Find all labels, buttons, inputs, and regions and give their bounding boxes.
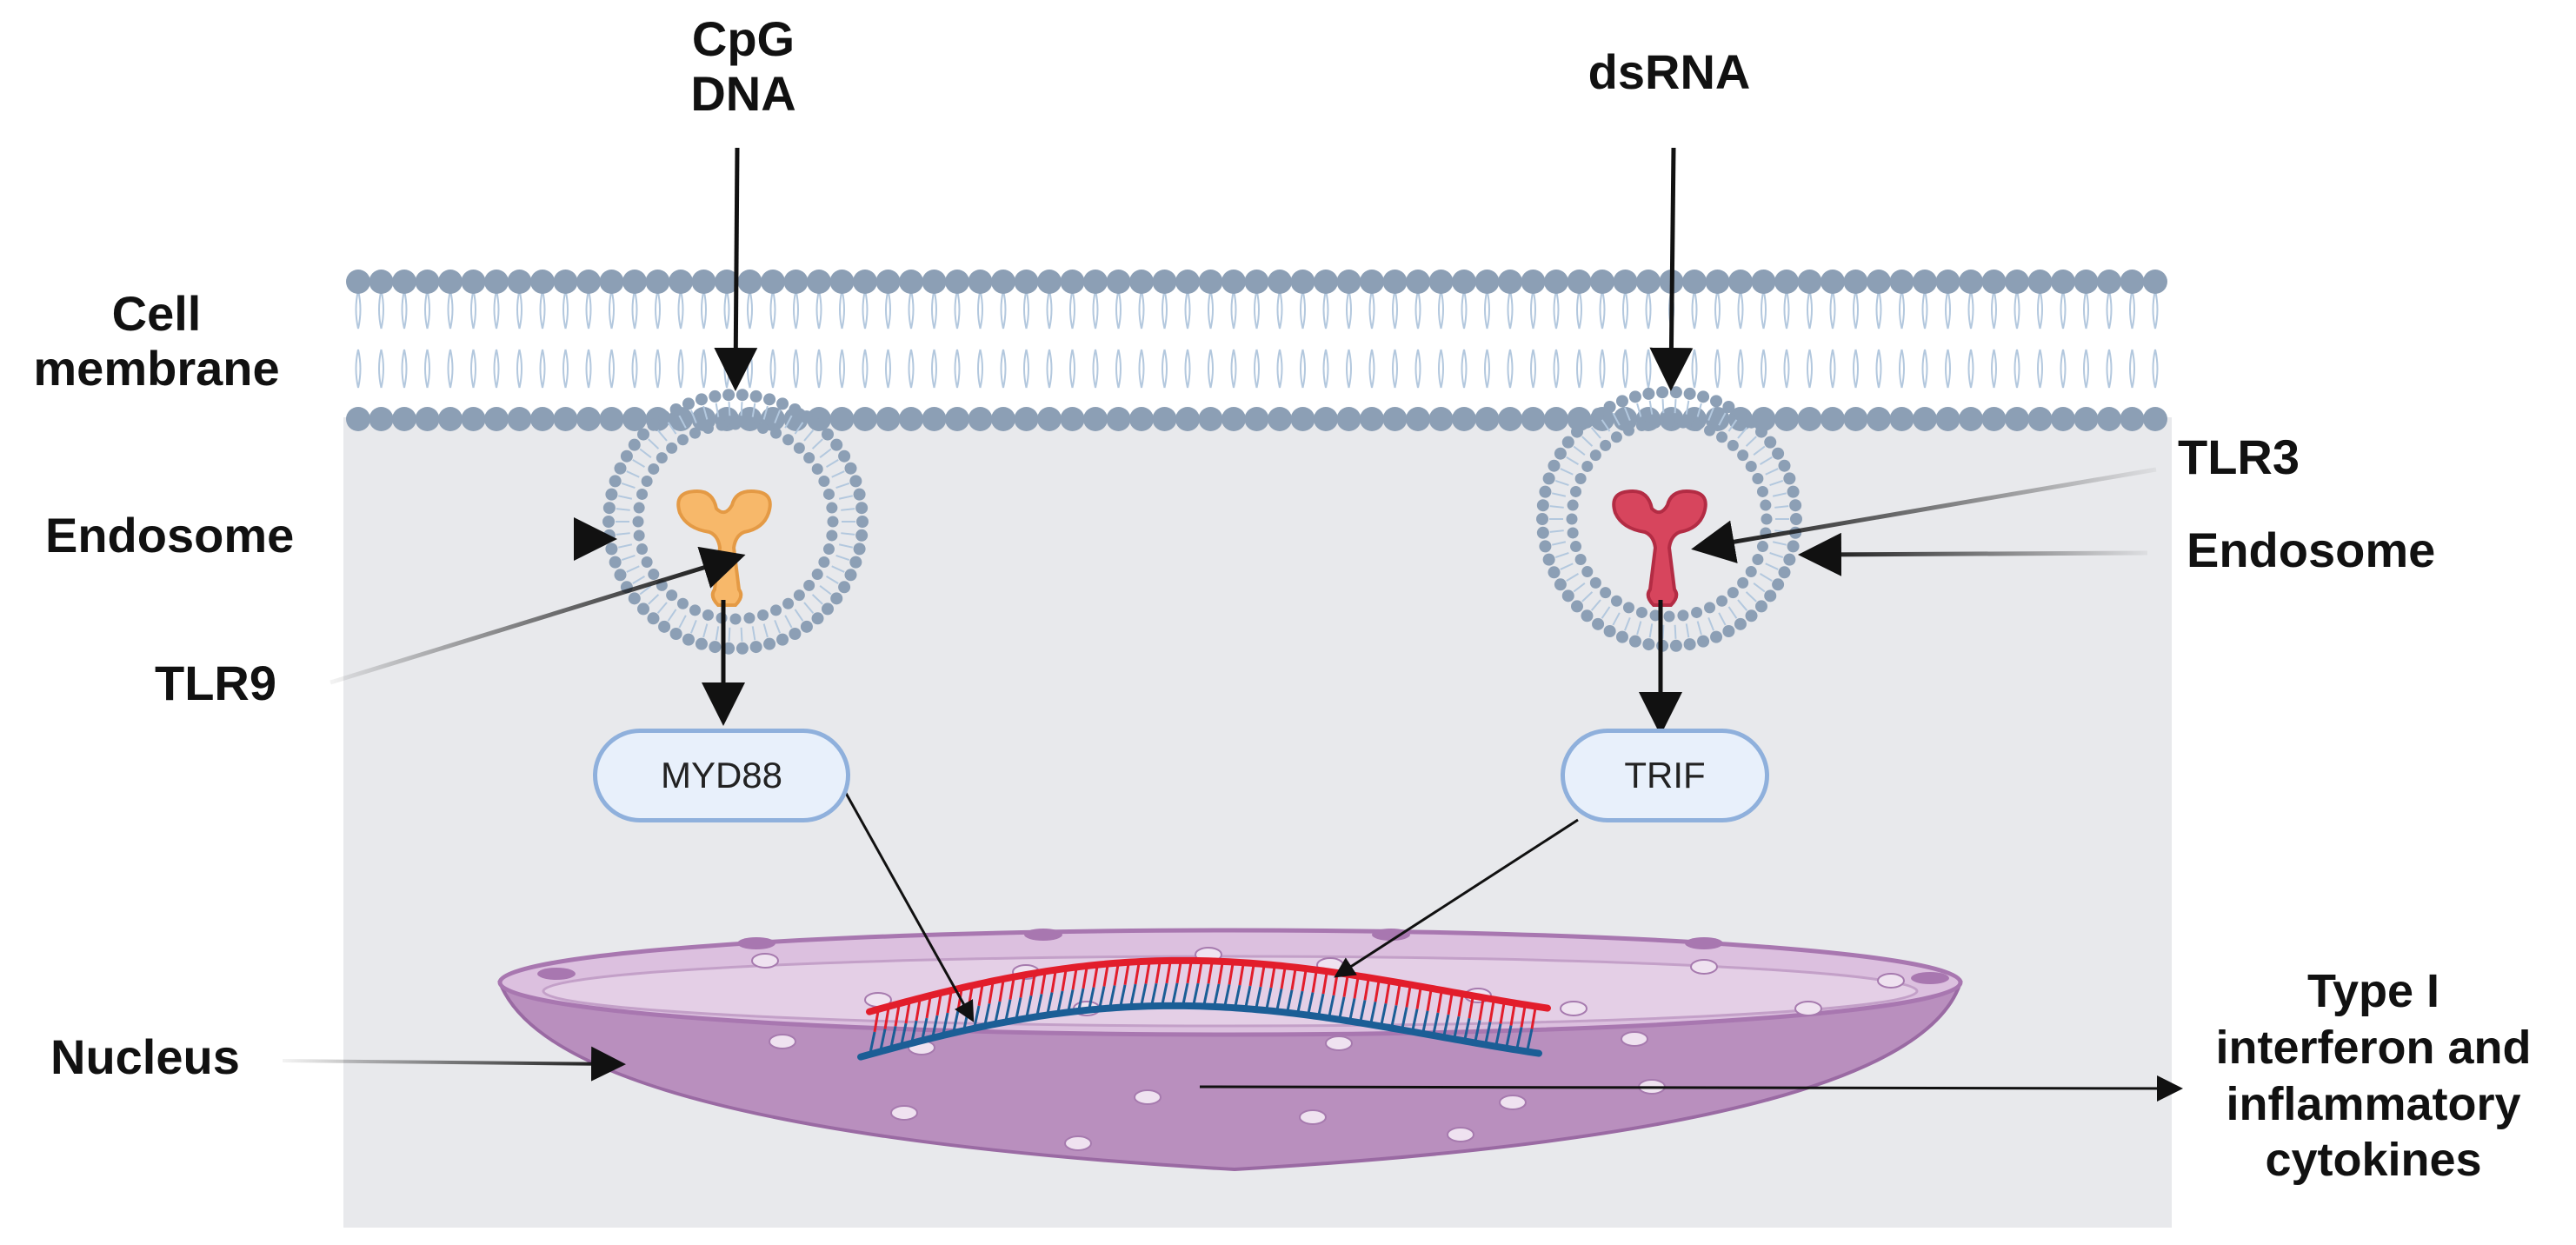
myd88-adaptor: MYD88 [593, 729, 850, 822]
tlr3-receptor-icon [1612, 489, 1707, 607]
arrow-tlr9-label [329, 546, 746, 685]
output-label: Type I interferon and inflammatory cytok… [2215, 965, 2532, 1187]
arrow-nucleus-label [282, 1046, 626, 1082]
dna-double-helix [857, 956, 1551, 1061]
tlr9-label: TLR9 [155, 656, 276, 710]
endosome-left-label: Endosome [45, 508, 295, 563]
arrow-tlr3-label [1691, 467, 2157, 563]
arrow-dna-to-output [1199, 1075, 2183, 1102]
arrow-dsrna-to-endosome [1649, 147, 1694, 391]
nucleus-label: Nucleus [50, 1029, 240, 1084]
endosome-right-label: Endosome [2187, 523, 2436, 577]
endosome-right [1536, 386, 1802, 652]
arrow-myd88-to-dna [829, 764, 975, 1022]
dsrna-label: dsRNA [1588, 44, 1751, 99]
tlr3-label: TLR3 [2178, 429, 2300, 484]
cpg-dna-label: CpG DNA [690, 11, 796, 121]
endosome-left [602, 389, 869, 655]
cell-membrane-label: Cell membrane [33, 286, 280, 396]
arrow-cpg-to-endosome [714, 147, 758, 391]
trif-adaptor: TRIF [1561, 729, 1769, 822]
arrow-endosome-label-right [1798, 532, 2148, 576]
nucleus-shape [497, 928, 1963, 1172]
arrows [282, 147, 2183, 1102]
cell-membrane [346, 270, 2167, 431]
arrow-trif-to-dna [1334, 818, 1579, 978]
